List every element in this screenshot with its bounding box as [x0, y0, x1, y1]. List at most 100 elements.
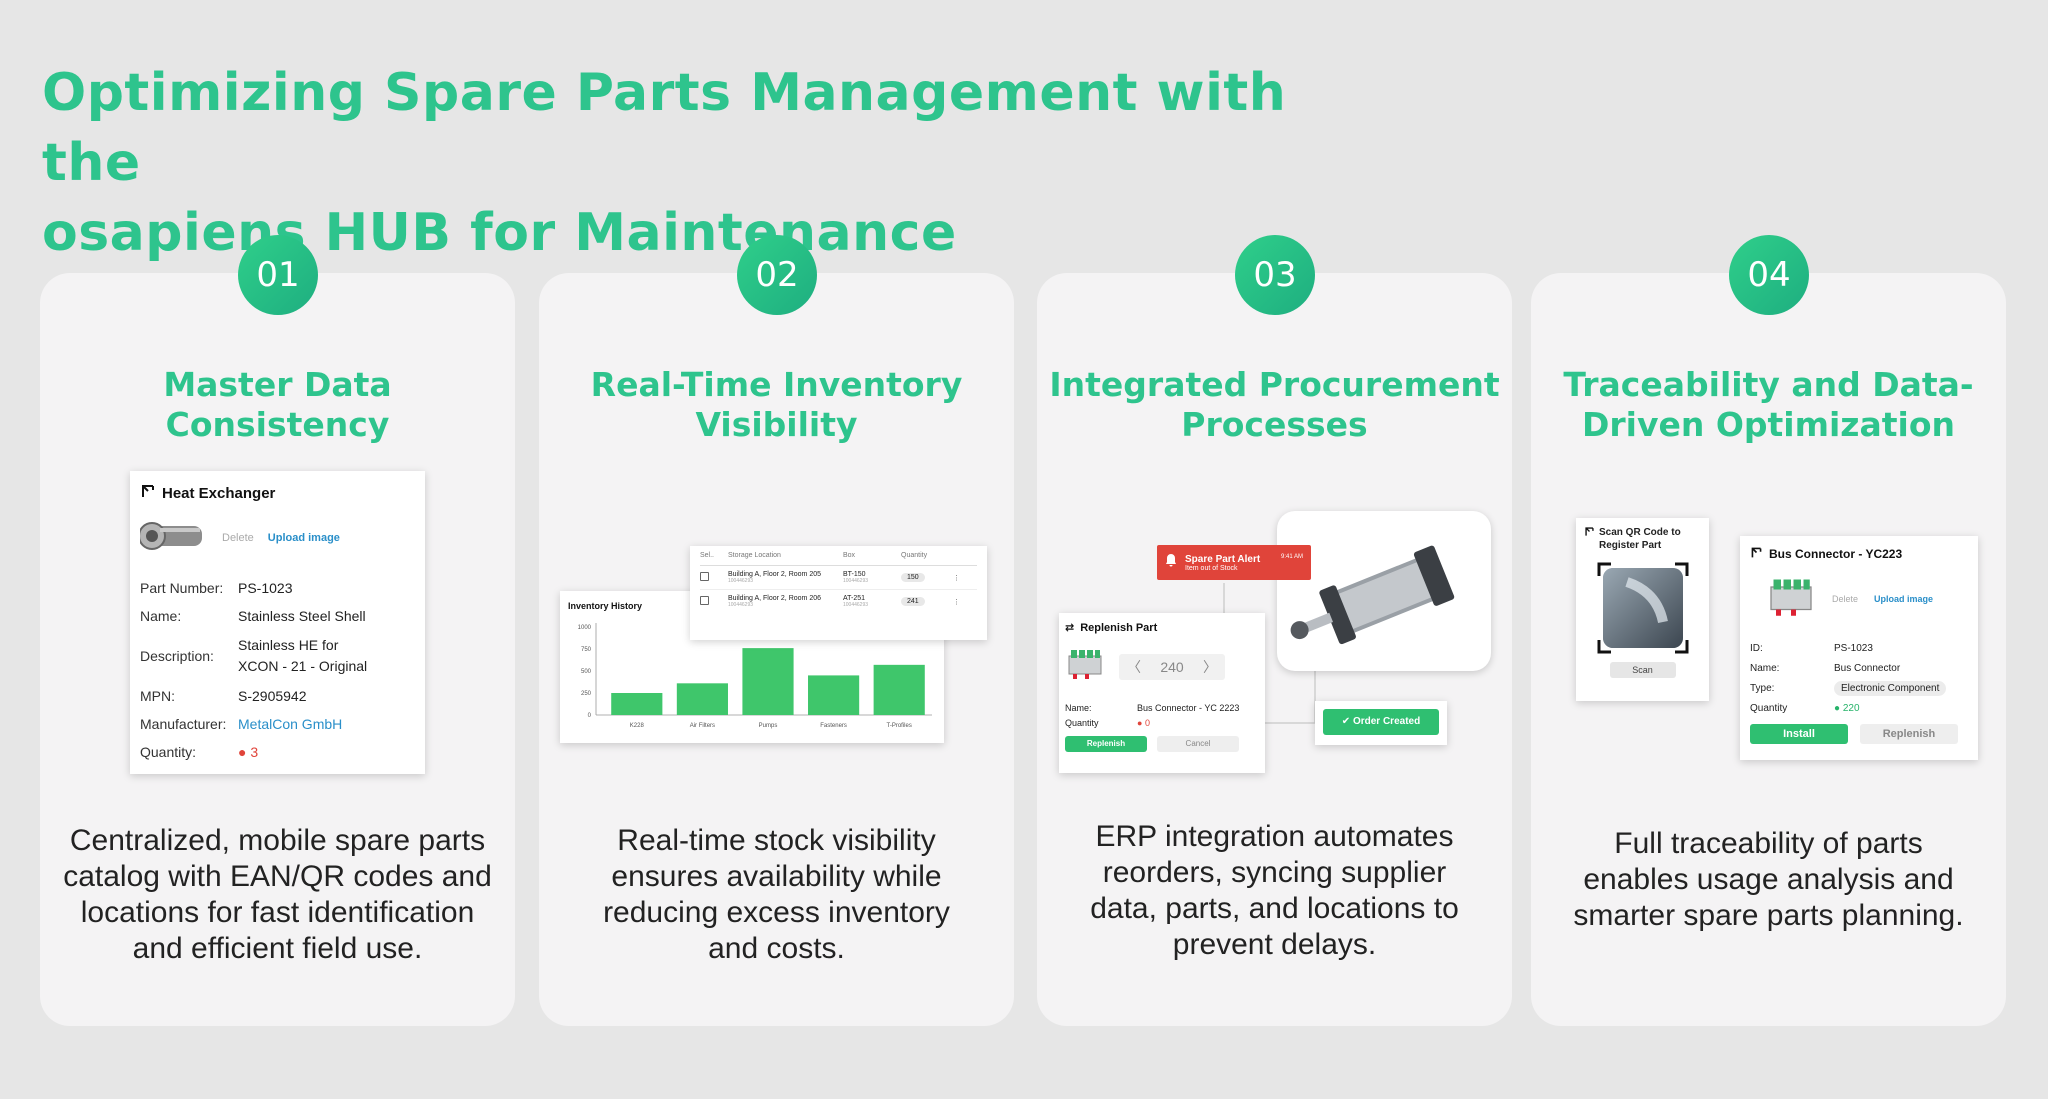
alert-time: 9:41 AM: [1280, 553, 1303, 560]
install-button[interactable]: Install: [1750, 724, 1848, 744]
replenish-actions: Replenish Cancel: [1065, 736, 1259, 752]
card-description: ERP integration automates reorders, sync…: [1090, 820, 1459, 961]
field-quantity: Quantity ● 220: [1750, 702, 1860, 714]
storage-location-table: Sel.. Storage Location Box Quantity Buil…: [690, 546, 987, 640]
card-master-data: Master Data Consistency Heat Exchanger D…: [40, 273, 515, 1026]
replenish-button[interactable]: Replenish: [1860, 724, 1958, 744]
card-description: Real-time stock visibility ensures avail…: [603, 824, 950, 965]
more-vert-icon[interactable]: ⋮: [953, 598, 960, 606]
step-badge-02: 02: [737, 235, 817, 315]
bus-actions: Install Replenish: [1750, 724, 1968, 744]
y-tick-label: 0: [588, 713, 592, 719]
x-tick-label: T-Profiles: [887, 723, 912, 729]
card-title: Integrated Procurement Processes: [1049, 365, 1500, 444]
x-tick-label: Air Filters: [690, 723, 715, 729]
bar: [611, 693, 663, 715]
card-description: Full traceability of parts enables usage…: [1573, 827, 1964, 932]
chart-title: Inventory History: [568, 601, 642, 611]
x-tick-label: Fasteners: [820, 723, 847, 729]
delete-button[interactable]: Delete: [222, 532, 254, 544]
card-title-line: Master Data Consistency: [163, 365, 392, 444]
card-inventory-visibility: Real-Time Inventory Visibility Inventory…: [539, 273, 1014, 1026]
page-title-line-2: osapiens HUB for Maintenance: [42, 203, 957, 263]
manufacturer-link[interactable]: MetalCon GmbH: [238, 716, 343, 732]
scan-header: Scan QR Code to Register Part: [1584, 526, 1701, 552]
order-created-window: ✔ Order Created: [1315, 701, 1447, 745]
part-title: Heat Exchanger: [162, 484, 276, 502]
quantity-stepper[interactable]: 〈 240 〉: [1119, 653, 1225, 680]
bar: [808, 675, 860, 715]
cancel-button[interactable]: Cancel: [1157, 736, 1239, 752]
chevron-right-icon[interactable]: 〉: [1202, 658, 1217, 675]
card-title: Master Data Consistency: [40, 365, 515, 445]
field-name: Name: Stainless Steel Shell: [140, 608, 366, 624]
upload-image-button[interactable]: Upload image: [267, 532, 340, 544]
replenish-quantity-field: Quantity ● 0: [1065, 718, 1150, 728]
card-procurement: Integrated Procurement Processes Spa: [1037, 273, 1512, 1026]
card-traceability: Traceability and Data- Driven Optimizati…: [1531, 273, 2006, 1026]
upload-image-button[interactable]: Upload image: [1874, 594, 1934, 604]
bus-connector-image: [1766, 574, 1816, 625]
type-chip: Electronic Component: [1834, 680, 1947, 696]
field-part-number: Part Number: PS-1023: [140, 580, 293, 596]
field-type: Type: Electronic Component: [1750, 678, 1968, 698]
bar: [873, 664, 925, 715]
page-title: Optimizing Spare Parts Management with t…: [42, 58, 1342, 268]
more-vert-icon[interactable]: ⋮: [953, 574, 960, 582]
pneumatic-cylinder-image: [1277, 511, 1491, 671]
replenish-title: Replenish Part: [1080, 621, 1158, 634]
alert-title: Spare Part Alert: [1185, 553, 1261, 565]
replenish-header: ⇄ Replenish Part: [1065, 621, 1259, 635]
step-badge-03: 03: [1235, 235, 1315, 315]
image-row: Delete Upload image: [138, 515, 415, 561]
row-checkbox[interactable]: [700, 596, 728, 607]
crane-icon: [1750, 546, 1763, 562]
replenish-part-window: ⇄ Replenish Part 〈 240 〉 Name: Bus Conne…: [1059, 613, 1265, 773]
quantity-value: ● 3: [238, 744, 259, 760]
bar: [742, 648, 794, 715]
field-manufacturer: Manufacturer: MetalCon GmbH: [140, 716, 343, 732]
heat-exchanger-image: [138, 516, 208, 561]
card-title: Real-Time Inventory Visibility: [590, 365, 963, 444]
swap-icon: ⇄: [1065, 622, 1075, 634]
y-tick-label: 750: [581, 647, 592, 653]
replenish-quantity-row: 〈 240 〉: [1065, 646, 1259, 687]
part-fields: Part Number: PS-1023 Name: Stainless Ste…: [140, 579, 415, 761]
qr-viewfinder[interactable]: [1597, 562, 1689, 654]
field-description: Description: Stainless HE for XCON - 21 …: [140, 637, 368, 674]
y-tick-label: 1000: [578, 625, 592, 631]
bar: [676, 683, 728, 715]
crane-icon: [140, 483, 156, 503]
card-description: Centralized, mobile spare parts catalog …: [63, 824, 492, 965]
table-header: Sel.. Storage Location Box Quantity: [700, 552, 977, 566]
spare-part-alert[interactable]: Spare Part Alert 9:41 AM Item out of Sto…: [1157, 545, 1311, 580]
card-title: Traceability and Data- Driven Optimizati…: [1563, 365, 1974, 444]
scan-qr-window: Scan QR Code to Register Part Scan: [1576, 518, 1709, 701]
replenish-button[interactable]: Replenish: [1065, 736, 1147, 752]
bus-fields: ID: PS-1023 Name: Bus Connector Type: El…: [1750, 638, 1968, 718]
bus-connector-window: Bus Connector - YC223 Delete Upload imag…: [1740, 536, 1978, 760]
chevron-left-icon[interactable]: 〈: [1127, 658, 1141, 675]
part-detail-window: Heat Exchanger Delete Upload image Part …: [130, 471, 425, 774]
delete-button[interactable]: Delete: [1832, 594, 1859, 604]
row-checkbox[interactable]: [700, 572, 728, 583]
x-tick-label: K228: [630, 723, 645, 729]
part-detail-header: Heat Exchanger: [140, 483, 415, 503]
order-created-button[interactable]: ✔ Order Created: [1323, 709, 1439, 735]
replenish-name-field: Name: Bus Connector - YC 2223: [1065, 703, 1240, 713]
page-title-line-1: Optimizing Spare Parts Management with t…: [42, 63, 1287, 193]
y-tick-label: 500: [581, 669, 592, 675]
bell-icon: [1165, 553, 1177, 572]
y-tick-label: 250: [581, 691, 592, 697]
x-tick-label: Pumps: [759, 723, 778, 729]
bus-image-row: Delete Upload image: [1750, 572, 1968, 626]
alert-subtitle: Item out of Stock: [1185, 564, 1238, 572]
field-quantity: Quantity: ● 3: [140, 744, 259, 760]
scan-button[interactable]: Scan: [1609, 662, 1676, 678]
check-icon: ✔: [1341, 716, 1351, 727]
crane-icon: [1584, 526, 1595, 552]
